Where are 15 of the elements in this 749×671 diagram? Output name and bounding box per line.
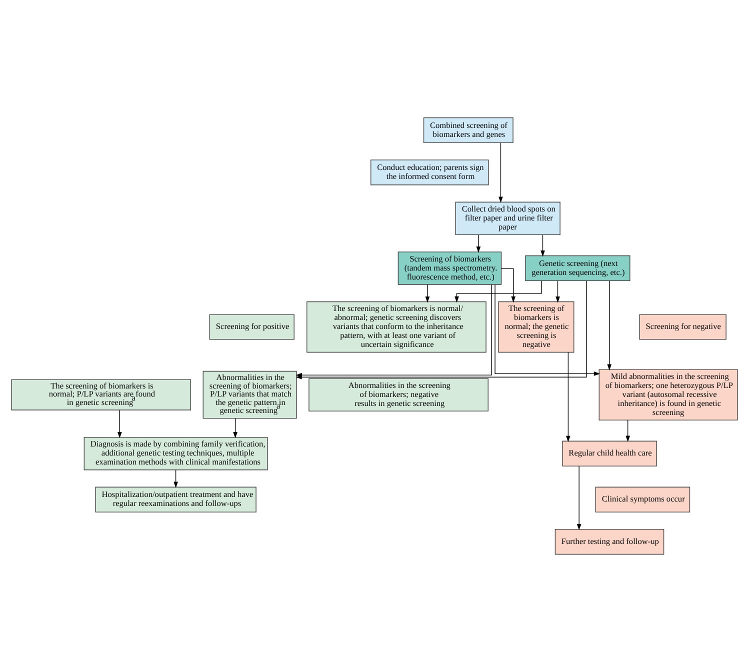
arrow [501, 268, 516, 302]
arrow [476, 234, 481, 252]
arrow [540, 234, 545, 256]
arrow [566, 351, 570, 442]
arrow [425, 284, 430, 302]
arrow [556, 280, 560, 302]
arrow [233, 418, 238, 438]
arrow [498, 142, 503, 202]
arrow [117, 409, 122, 438]
arrow [626, 419, 630, 442]
arrow [174, 469, 178, 488]
arrow [607, 280, 612, 370]
arrow [454, 280, 542, 302]
arrow [576, 465, 582, 530]
arrow [494, 284, 600, 376]
